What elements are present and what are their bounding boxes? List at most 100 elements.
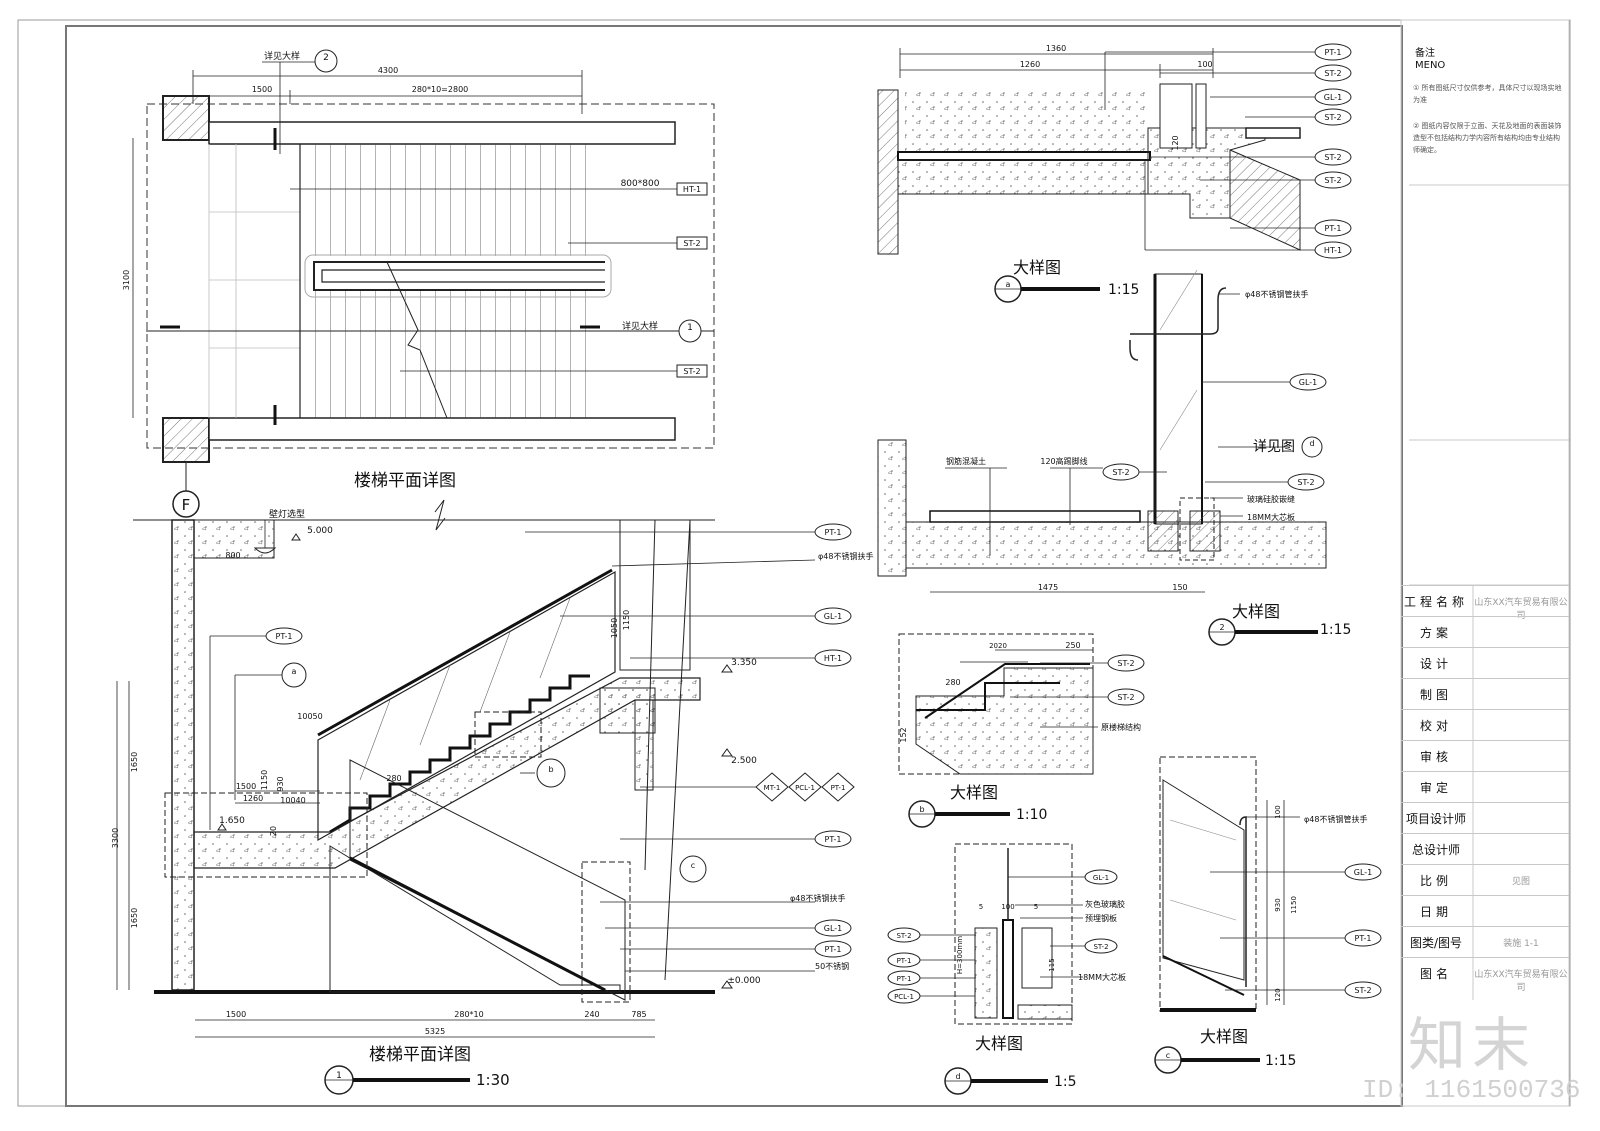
tb-label: 制图 [1419,688,1452,702]
dim-1150-right: 1150 [622,610,631,630]
tb-label: 设计 [1419,657,1452,671]
level-2500: 2.500 [731,756,757,766]
dtl-c-930: 930 [1274,898,1282,911]
column-top [162,95,210,141]
level-3350: 3.350 [731,658,757,668]
dtl-d-title: 大样图 [975,1034,1023,1053]
circle-2-label: 2 [323,53,329,63]
tb-row-chief-designer: 总设计师 [1401,833,1569,865]
dim-3100: 3100 [122,270,131,290]
dim-treads-top: 280*10=2800 [412,85,469,94]
wall-lamp-label: 壁灯选型 [269,508,305,520]
tb-label: 校对 [1419,719,1452,733]
dtl-a-1260: 1260 [1020,60,1040,69]
dtl-a-title: 大样图 [1013,258,1061,277]
dtl2-skirting: 120高踢脚线 [1040,456,1087,466]
circle-c-label: c [691,861,695,870]
dtl-d-board: 18MM大芯板 [1078,972,1126,982]
dtl-d-115: 115 [1048,958,1056,971]
dim-10040: 10040 [280,796,305,805]
tb-label: 审核 [1419,750,1452,764]
dtl2-board: 18MM大芯板 [1247,512,1295,522]
dtl2-150: 150 [1172,583,1187,592]
tb-label: 比例 [1419,874,1452,888]
circle-1-label: 1 [687,323,693,333]
dtl-a-circle: a [1006,280,1011,289]
dtl-c-circle: c [1166,1051,1170,1060]
dtl-b-2020: 2020 [989,642,1007,650]
sec-tag-ht1: HT-1 [824,654,842,663]
dtl-a-tag-0: PT-1 [1325,48,1342,57]
dtl-b-scale: 1:10 [1016,807,1047,823]
circle-c-sec [679,855,707,883]
tb-row-project: 工程名称 山东XX汽车贸易有限公司 [1401,585,1569,621]
sec-tag-pcl1: PCL-1 [795,784,815,792]
dtl-d-circle: d [955,1072,960,1081]
column-bottom [162,417,210,463]
dtl-a-tag-1: ST-2 [1324,69,1341,78]
dtl-d-tag-3: PCL-1 [894,993,914,1001]
dtl2-gl: GL-1 [1299,378,1318,387]
tb-value: 见图 [1511,877,1530,887]
tb-note-2: ② 图纸内容仅限于立面、天花及地面的表面装饰造型不包括结构力学内容所有结构均由专… [1413,122,1562,154]
dtl-b-280: 280 [945,678,960,687]
tb-label: 工程名称 [1403,595,1468,609]
plan-tag-st2a: ST-2 [683,239,700,248]
dtl-d-tag-0: ST-2 [896,932,911,940]
dim-1500-top: 1500 [252,85,272,94]
circle-a-sec [281,662,307,688]
dim-1650-b: 1650 [130,908,139,928]
dtl-b-title: 大样图 [950,783,998,802]
plan-title: 楼梯平面详图 [354,471,456,491]
tb-row-scale: 比例 见图 [1401,864,1569,896]
detail-c: φ48不锈钢管扶手 GL-1 PT-1 ST-2 100 930 1150 12… [1154,756,1382,1074]
dtl-b-tag-0: ST-2 [1117,659,1134,668]
dtl-d-5a: 5 [979,903,983,911]
stair-section: 壁灯选型 5.000 800 1650 1650 3300 1500 1260 … [111,499,873,1095]
sec-tag-pt1-b: PT-1 [825,835,842,844]
tile-spec: 800*800 [621,179,660,189]
sec-tag-pt1-a: PT-1 [825,528,842,537]
axis-F-label: F [182,496,191,514]
circle-b-label: b [548,765,553,774]
dtl2-title: 大样图 [1232,602,1280,621]
watermark-id: ID: 1161500736 [1362,1075,1581,1105]
dtl-c-handrail: φ48不锈钢管扶手 [1304,814,1367,824]
tb-row-drawing-name: 图名 山东XX汽车贸易有限公司 [1401,957,1569,993]
bdim-240: 240 [584,1010,599,1019]
tb-row-project-designer: 项目设计师 [1401,802,1569,834]
tb-label: 日期 [1419,905,1452,919]
dim-1500-sec: 1500 [236,782,256,791]
dtl2-detail-circle: d [1309,439,1314,448]
tb-value: 山东XX汽车贸易有限公司 [1474,970,1568,993]
sec-tag-gl1-a: GL-1 [824,612,843,621]
plan-ref-detail-2: 详见大样 [622,320,658,332]
dim-10050: 10050 [297,712,322,721]
dtl-c-tag-1: PT-1 [1355,934,1372,943]
dtl-c-tag-2: ST-2 [1354,986,1371,995]
dtl2-scale: 1:15 [1320,622,1351,638]
plan-tag-ht1: HT-1 [683,185,701,194]
dtl2-st2b: ST-2 [1297,478,1314,487]
dtl-c-100: 100 [1274,805,1282,818]
stair-plan-top: 4300 1500 280*10=2800 3100 详见大样 2 800*80… [122,49,715,518]
tb-value: 装施 1-1 [1503,939,1539,949]
dtl-a-tag-5: ST-2 [1324,176,1341,185]
dtl-a-120: 120 [1171,135,1180,150]
tb-row-review: 审核 [1401,740,1569,772]
dim-4300: 4300 [378,66,398,75]
sec-tag-pt1-d: PT-1 [831,784,846,792]
sec-handrail: φ48不锈钢扶手 [818,551,873,561]
dtl-c-scale: 1:15 [1265,1053,1296,1069]
dtl-a-tags [1314,43,1352,259]
dtl-a-tag-3: ST-2 [1324,113,1341,122]
tb-note-1: ① 所有图纸尺寸仅供参考，具体尺寸以现场实地为准 [1413,84,1562,104]
section-scale: 1:30 [476,1071,510,1089]
detail-a: 1360 1260 100 120 PT-1 ST-2 GL-1 ST-2 [877,43,1352,303]
tb-row-drawing-no: 图类/图号 装施 1-1 [1401,926,1569,958]
dim-280-sec: 280 [386,774,401,783]
dtl2-detail-ref: 详见图 [1253,439,1295,455]
tb-label: 图类/图号 [1409,936,1463,950]
dtl-a-tag-2: GL-1 [1324,93,1343,102]
dim-3300: 3300 [111,828,120,848]
